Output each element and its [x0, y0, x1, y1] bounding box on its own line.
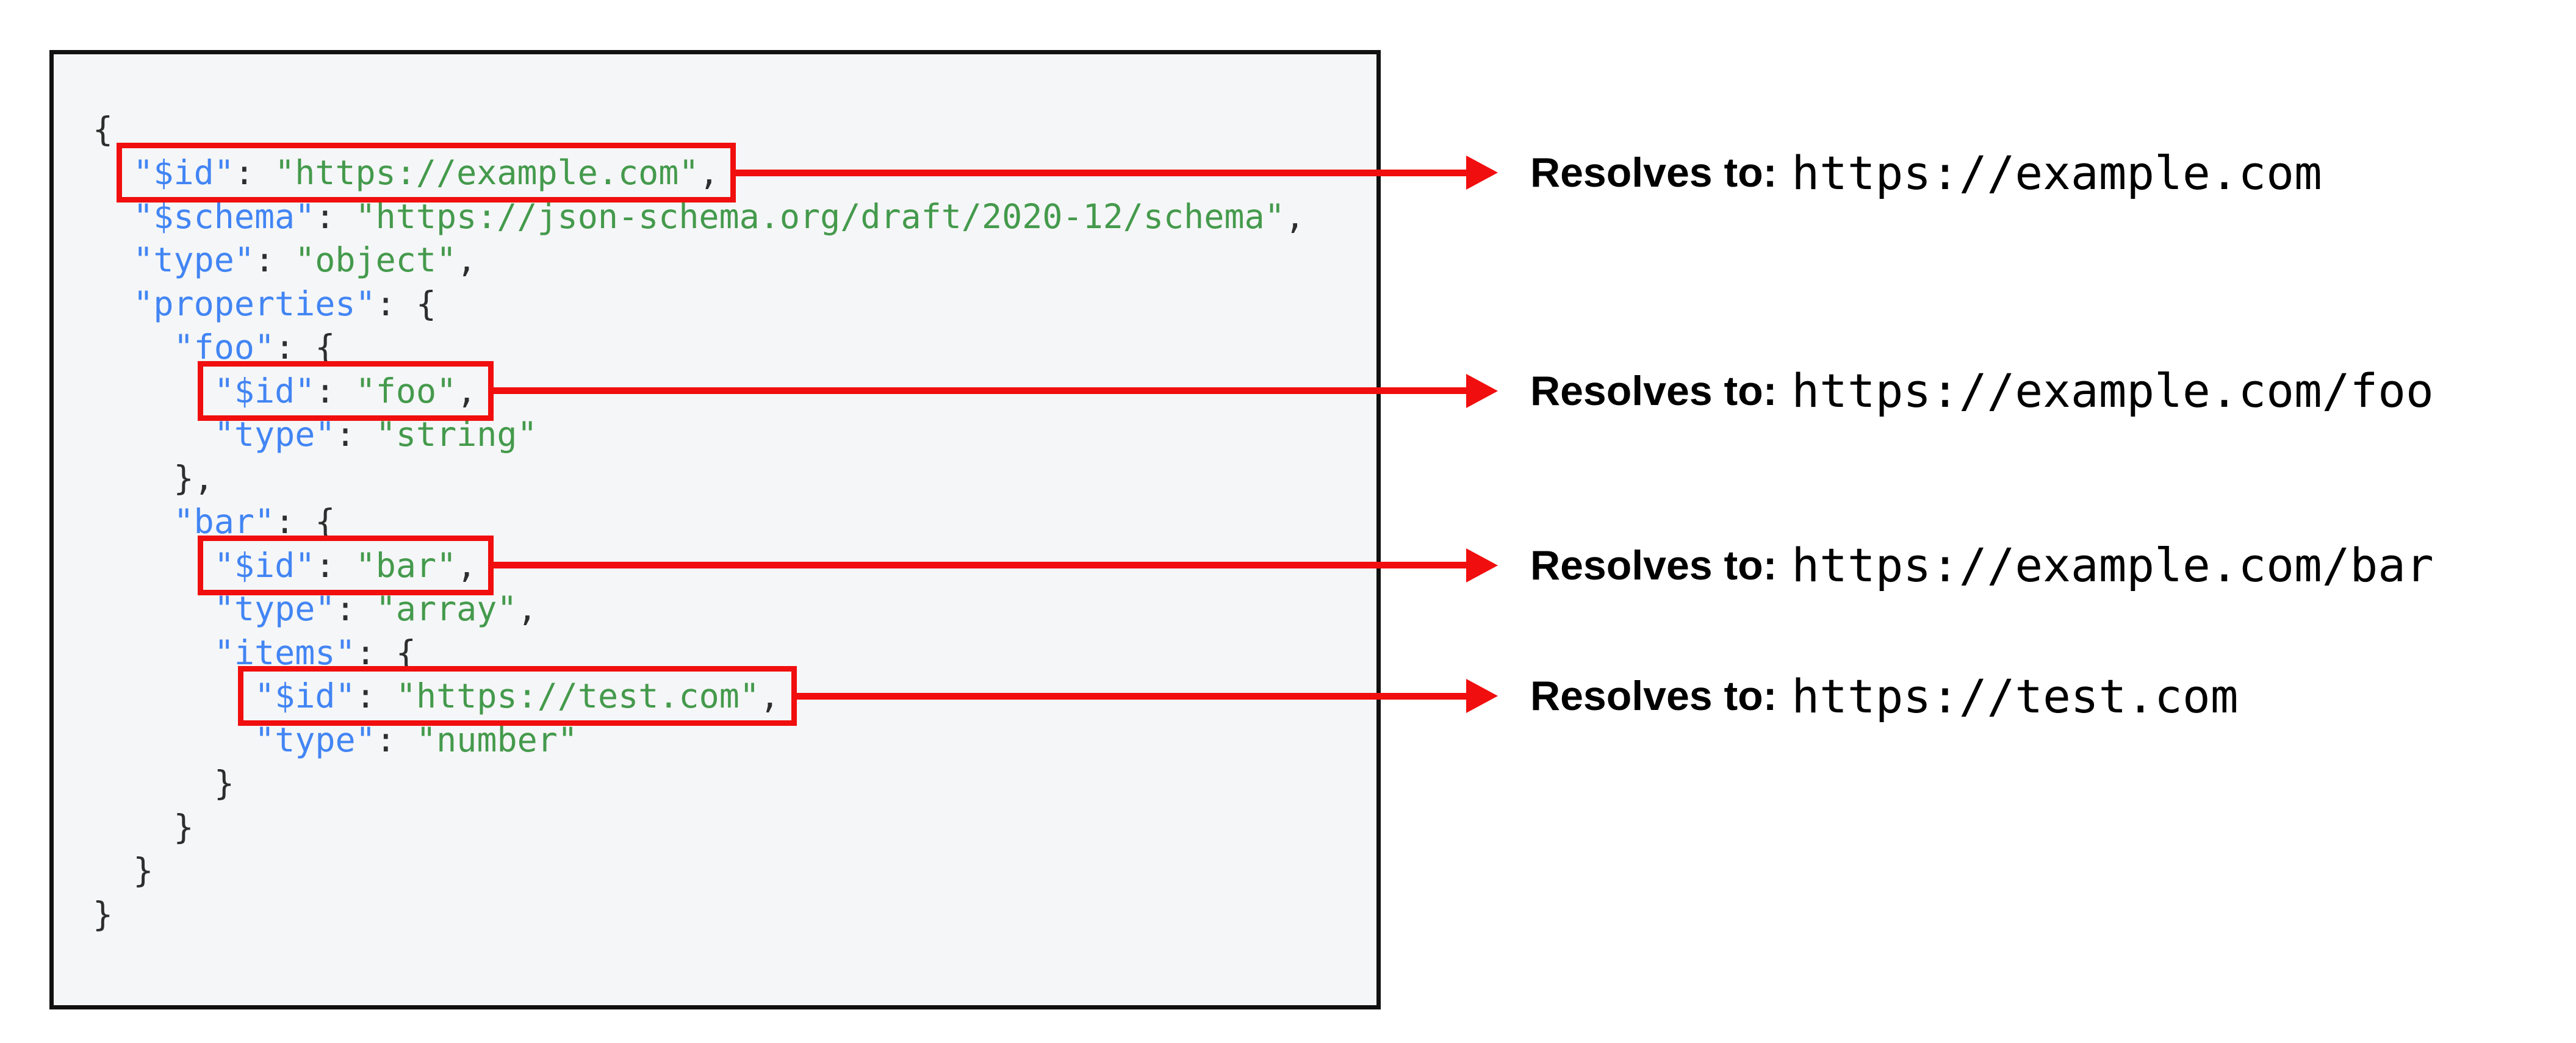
- annotation-row: Resolves to: https://example.com/foo: [1530, 357, 2434, 425]
- json-punctuation: ,: [456, 240, 477, 279]
- code-line: "$id": "bar",: [214, 543, 477, 587]
- json-punctuation: ,: [517, 589, 538, 628]
- json-key: "type": [133, 240, 254, 279]
- json-key: "type": [214, 589, 336, 628]
- json-punctuation: ,: [456, 545, 477, 585]
- arrow-line: [491, 562, 1471, 568]
- code-line: "bar": {: [174, 500, 336, 543]
- arrow-line: [794, 692, 1471, 700]
- json-punctuation: :: [234, 153, 275, 192]
- arrow-line: [491, 387, 1471, 394]
- resolves-label: Resolves to:: [1530, 673, 1777, 719]
- annotation-row: Resolves to: https://test.com: [1530, 662, 2238, 729]
- code-line: "type": "object",: [133, 238, 477, 282]
- json-punctuation: :: [335, 589, 376, 628]
- json-string-value: "https://json-schema.org/draft/2020-12/s…: [355, 196, 1285, 236]
- code-line: "type": "number": [254, 718, 578, 762]
- resolves-label: Resolves to:: [1530, 542, 1777, 589]
- arrow-head-icon: [1466, 679, 1498, 713]
- json-punctuation: ,: [1284, 196, 1305, 236]
- json-punctuation: : {: [355, 633, 416, 672]
- json-key: "items": [214, 633, 356, 672]
- json-punctuation: : {: [275, 502, 336, 541]
- arrow-head-icon: [1466, 156, 1498, 190]
- json-punctuation: }: [133, 851, 154, 890]
- annotation-row: Resolves to: https://example.com: [1530, 139, 2322, 206]
- code-line: "$schema": "https://json-schema.org/draf…: [133, 195, 1305, 238]
- json-punctuation: :: [315, 196, 356, 236]
- json-key: "$id": [214, 371, 315, 410]
- json-punctuation: {: [93, 109, 113, 149]
- json-punctuation: :: [375, 720, 417, 759]
- code-line: }: [133, 848, 153, 892]
- arrow-line: [733, 169, 1471, 176]
- json-punctuation: : {: [275, 328, 336, 367]
- code-line: }: [214, 761, 234, 805]
- json-punctuation: ,: [699, 153, 719, 192]
- json-code-panel: [49, 50, 1381, 1009]
- arrow-head-icon: [1466, 373, 1498, 408]
- json-punctuation: :: [315, 545, 356, 585]
- red-highlight-box: [117, 143, 736, 203]
- json-string-value: "object": [295, 240, 457, 279]
- json-key: "bar": [173, 502, 275, 541]
- resolved-url: https://example.com: [1791, 145, 2322, 200]
- resolved-url: https://example.com/foo: [1791, 364, 2434, 418]
- code-line: }: [174, 805, 194, 849]
- json-punctuation: }: [173, 807, 194, 847]
- code-line: "type": "array",: [214, 587, 538, 631]
- code-line: "foo": {: [174, 325, 336, 369]
- json-punctuation: ,: [759, 676, 780, 715]
- json-punctuation: :: [355, 676, 396, 715]
- resolves-label: Resolves to:: [1530, 149, 1777, 196]
- json-string-value: "string": [375, 415, 538, 454]
- json-key: "$id": [133, 153, 234, 192]
- json-key: "type": [254, 720, 376, 759]
- json-key: "foo": [173, 328, 275, 367]
- json-string-value: "foo": [355, 371, 457, 410]
- resolved-url: https://test.com: [1791, 668, 2239, 723]
- json-string-value: "https://example.com": [275, 153, 699, 192]
- json-punctuation: :: [335, 415, 376, 454]
- json-key: "$id": [254, 676, 356, 715]
- code-line: "$id": "https://example.com",: [133, 151, 719, 195]
- red-highlight-box: [197, 360, 494, 421]
- code-line: "items": {: [214, 631, 416, 675]
- code-line: "properties": {: [133, 282, 436, 326]
- code-line: "type": "string": [214, 412, 538, 456]
- resolves-label: Resolves to:: [1530, 367, 1777, 414]
- json-key: "$id": [214, 545, 315, 585]
- annotation-row: Resolves to: https://example.com/bar: [1530, 532, 2434, 599]
- json-string-value: "bar": [355, 545, 457, 585]
- json-string-value: "number": [416, 720, 578, 759]
- json-key: "type": [214, 415, 336, 454]
- code-line: {: [93, 107, 113, 151]
- red-highlight-box: [197, 535, 494, 595]
- json-key: "$schema": [133, 196, 315, 236]
- code-line: },: [174, 456, 214, 500]
- json-punctuation: : {: [375, 284, 436, 323]
- json-punctuation: }: [93, 894, 113, 934]
- json-string-value: "https://test.com": [395, 676, 760, 715]
- json-key: "properties": [133, 284, 376, 323]
- json-string-value: "array": [375, 589, 517, 628]
- red-highlight-box: [238, 666, 797, 726]
- code-line: }: [93, 892, 113, 936]
- code-line: "$id": "foo",: [214, 369, 477, 413]
- json-punctuation: :: [254, 240, 295, 279]
- json-punctuation: }: [214, 764, 234, 803]
- code-line: "$id": "https://test.com",: [254, 674, 780, 718]
- resolved-url: https://example.com/bar: [1791, 538, 2434, 592]
- json-punctuation: ,: [456, 371, 477, 410]
- arrow-head-icon: [1466, 548, 1498, 582]
- json-punctuation: :: [315, 371, 356, 410]
- json-punctuation: },: [173, 458, 214, 498]
